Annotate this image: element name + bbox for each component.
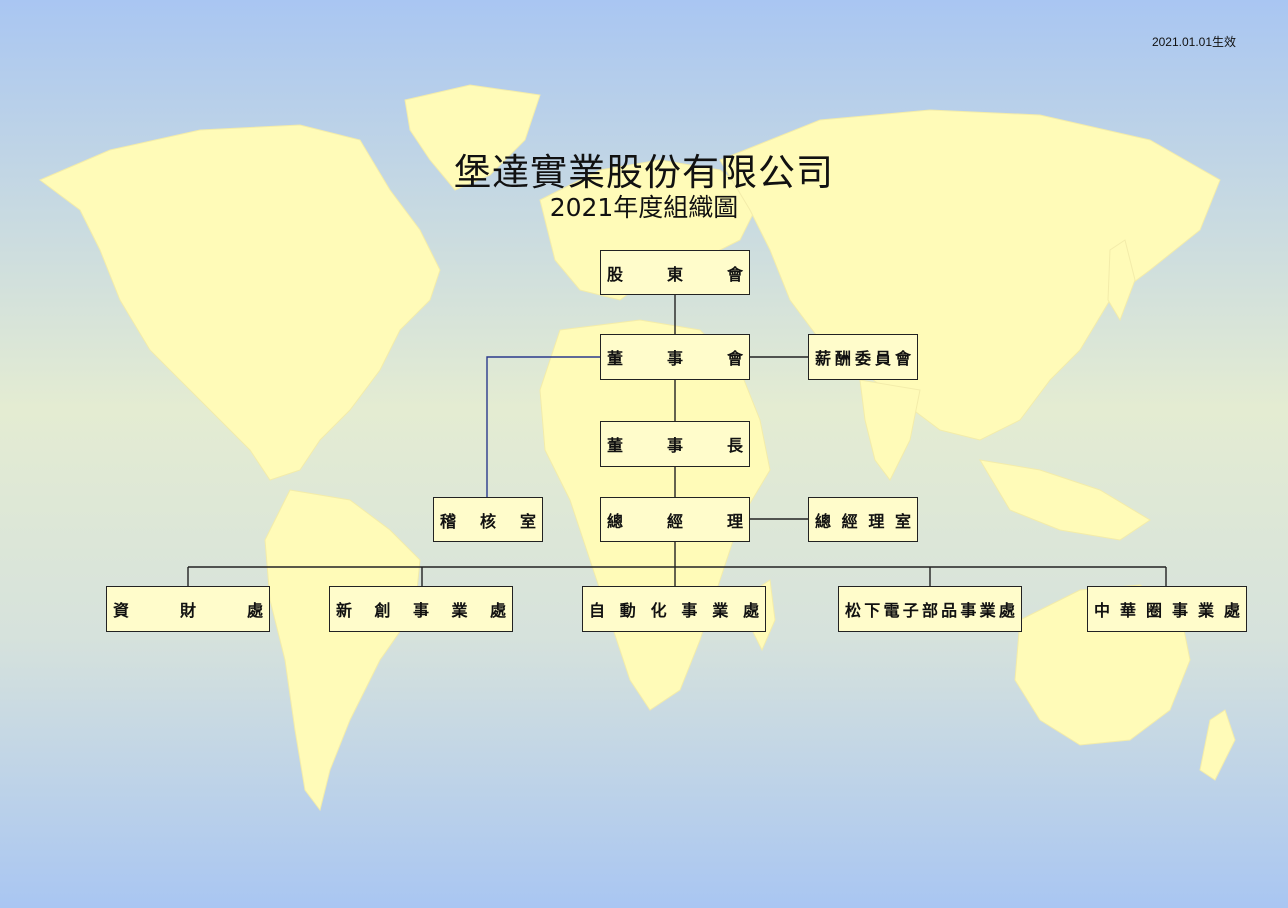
effective-date: 2021.01.01生效 — [1151, 35, 1236, 49]
remuneration-committee-label: 薪酬委員會 — [815, 345, 911, 369]
label-char: 理 — [726, 511, 743, 531]
label-char: 資 — [113, 601, 130, 620]
label-char: 新 — [336, 601, 353, 620]
label-char: 核 — [479, 511, 496, 531]
audit-office-label: 稽核室 — [440, 508, 536, 532]
company-title: 堡達實業股份有限公司 — [454, 151, 834, 194]
innovation-division-box: 新創事業處 — [329, 586, 513, 632]
label-char: 華 — [1119, 601, 1136, 620]
innovation-division-label: 新創事業處 — [336, 597, 506, 621]
new-zealand-shape — [1199, 709, 1236, 781]
label-char: 長 — [726, 436, 743, 455]
label-char: 創 — [374, 601, 391, 620]
label-char: 事 — [412, 601, 429, 620]
greenland-shape — [404, 84, 541, 191]
label-char: 圈 — [1145, 601, 1162, 620]
label-char: 事 — [666, 349, 683, 368]
greater-china-division-box: 中華圈事業處 — [1087, 586, 1247, 632]
label-char: 稽 — [440, 511, 457, 531]
label-char: 員 — [874, 349, 891, 368]
label-char: 松 — [845, 601, 862, 620]
label-char: 室 — [894, 511, 911, 531]
board-box: 董事會 — [600, 334, 750, 380]
chairman-label: 董事長 — [607, 432, 743, 456]
label-char: 事 — [960, 601, 977, 620]
label-char: 自 — [589, 601, 606, 620]
panasonic-components-division-label: 松下電子部品事業處 — [845, 597, 1015, 621]
label-char: 經 — [666, 511, 683, 531]
label-char: 薪 — [815, 349, 832, 368]
label-char: 經 — [841, 511, 858, 531]
label-char: 電 — [883, 601, 900, 620]
board-label: 董事會 — [607, 345, 743, 369]
label-char: 處 — [1223, 601, 1240, 620]
label-char: 會 — [894, 349, 911, 368]
shareholders-box: 股東會 — [600, 250, 750, 295]
label-char: 下 — [864, 601, 881, 620]
label-char: 品 — [941, 601, 958, 620]
south-america-shape — [264, 489, 421, 812]
north-america-shape — [39, 124, 441, 481]
label-char: 處 — [489, 601, 506, 620]
india-shape — [859, 379, 921, 481]
panasonic-components-division-box: 松下電子部品事業處 — [838, 586, 1022, 632]
label-char: 業 — [1197, 601, 1214, 620]
southeast-asia-shape — [979, 459, 1151, 541]
audit-office-box: 稽核室 — [433, 497, 543, 542]
general-manager-box: 總經理 — [600, 497, 750, 542]
label-char: 總 — [815, 511, 832, 531]
label-char: 子 — [902, 601, 919, 620]
label-char: 動 — [619, 601, 636, 620]
label-char: 事 — [681, 601, 698, 620]
general-manager-label: 總經理 — [607, 508, 743, 532]
label-char: 董 — [607, 436, 624, 455]
japan-shape — [1107, 239, 1136, 322]
label-char: 業 — [451, 601, 468, 620]
automation-division-label: 自動化事業處 — [589, 597, 759, 621]
label-char: 董 — [607, 349, 624, 368]
label-char: 中 — [1094, 601, 1111, 620]
label-char: 會 — [726, 349, 743, 368]
automation-division-box: 自動化事業處 — [582, 586, 766, 632]
label-char: 業 — [712, 601, 729, 620]
label-char: 業 — [979, 601, 996, 620]
label-char: 總 — [607, 511, 624, 531]
label-char: 化 — [650, 601, 667, 620]
label-char: 酬 — [834, 349, 851, 368]
chairman-box: 董事長 — [600, 421, 750, 467]
finance-division-label: 資財處 — [113, 597, 263, 621]
finance-division-box: 資財處 — [106, 586, 270, 632]
label-char: 處 — [246, 601, 263, 620]
gm-office-label: 總經理室 — [815, 508, 911, 532]
label-char: 股 — [607, 264, 624, 284]
chart-subtitle: 2021年度組織圖 — [549, 193, 739, 222]
label-char: 理 — [868, 511, 885, 531]
label-char: 處 — [742, 601, 759, 620]
remuneration-committee-box: 薪酬委員會 — [808, 334, 918, 380]
label-char: 處 — [998, 601, 1015, 620]
shareholders-label: 股東會 — [607, 261, 743, 285]
label-char: 事 — [1171, 601, 1188, 620]
gm-office-box: 總經理室 — [808, 497, 918, 542]
label-char: 委 — [854, 349, 871, 368]
label-char: 財 — [179, 601, 196, 620]
label-char: 事 — [666, 436, 683, 455]
label-char: 部 — [921, 601, 938, 620]
label-char: 室 — [519, 511, 536, 531]
label-char: 會 — [726, 264, 743, 284]
greater-china-division-label: 中華圈事業處 — [1094, 597, 1240, 621]
label-char: 東 — [666, 264, 683, 284]
